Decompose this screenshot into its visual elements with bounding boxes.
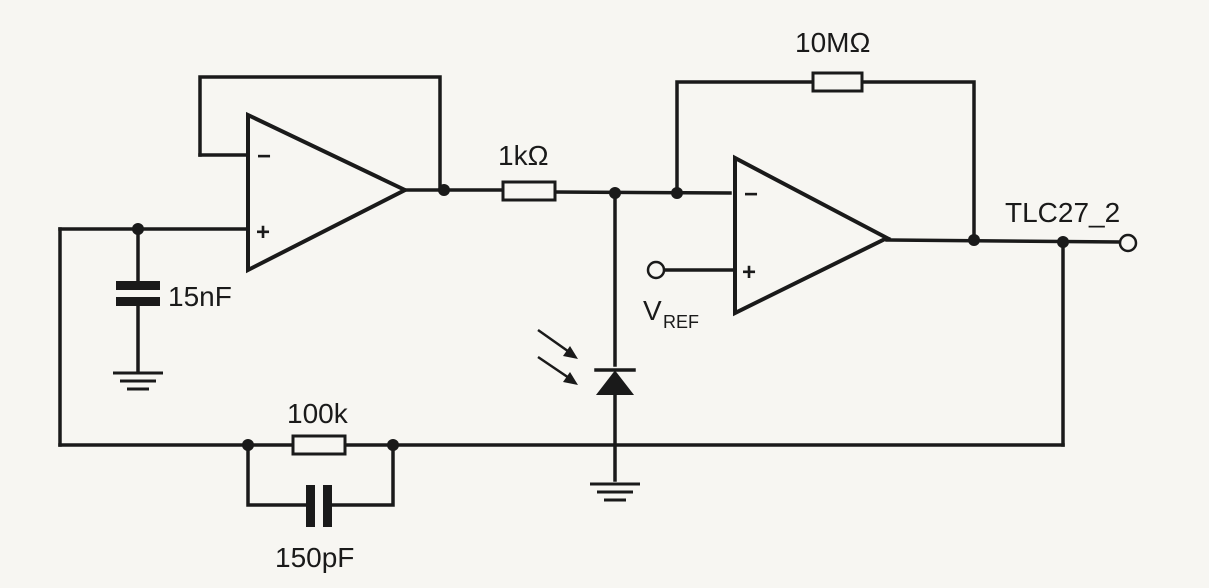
photodiode	[537, 328, 636, 395]
capacitor-150pf-plate-right	[323, 485, 332, 527]
vref-terminal	[646, 260, 666, 280]
light-arrow-upper-head	[563, 346, 578, 359]
opamp-u1-body	[246, 111, 410, 274]
opamp-u2-inverting-sign: −	[744, 181, 758, 208]
label-vref: V REF	[643, 295, 699, 332]
opamp-u2-body	[733, 154, 892, 317]
opamp-u2: − +	[733, 154, 892, 317]
c2-left-wire	[246, 443, 312, 507]
output-terminal	[1118, 233, 1138, 253]
label-1k: 1kΩ	[498, 140, 549, 171]
junction-u2-output	[968, 234, 980, 246]
resistor-10m	[811, 71, 864, 93]
u1-feedback-wire	[198, 75, 442, 192]
label-150pf: 150pF	[275, 542, 354, 573]
junction-photodiode	[609, 187, 621, 199]
capacitor-15nf-plate-top	[116, 281, 160, 290]
opamp-u1: − +	[246, 111, 410, 274]
summing-node-wire	[553, 190, 732, 195]
photodiode-triangle	[595, 370, 635, 395]
resistor-100k	[291, 434, 347, 456]
junction-c1	[132, 223, 144, 235]
c2-right-wire	[328, 443, 395, 507]
capacitor-15nf-plate-bottom	[116, 297, 160, 306]
junction-u2-inverting	[671, 187, 683, 199]
label-vref-sub: REF	[663, 312, 699, 332]
label-output: TLC27_2	[1005, 197, 1120, 228]
junction-filter-right	[387, 439, 399, 451]
junction-output	[1057, 236, 1069, 248]
junction-dots	[132, 184, 1069, 451]
light-arrow-lower	[537, 355, 573, 382]
resistor-1k	[501, 180, 557, 202]
label-vref-main: V	[643, 295, 662, 326]
opamp-u1-inverting-sign: −	[257, 143, 271, 170]
junction-u1-output	[438, 184, 450, 196]
label-10m: 10MΩ	[795, 27, 870, 58]
u2-feedback-wire-left	[675, 80, 815, 195]
label-100k: 100k	[287, 398, 349, 429]
light-arrow-upper	[537, 328, 573, 356]
label-15nf: 15nF	[168, 281, 232, 312]
junction-filter-left	[242, 439, 254, 451]
opamp-u1-noninverting-sign: +	[256, 219, 270, 246]
ground-left	[113, 371, 163, 391]
capacitor-150pf	[306, 485, 332, 527]
ground-center	[590, 482, 640, 502]
wires	[58, 75, 1122, 507]
capacitor-150pf-plate-left	[306, 485, 315, 527]
u2-feedback-wire-right	[860, 80, 976, 242]
u2-output-wire	[885, 238, 1122, 244]
opamp-u2-noninverting-sign: +	[742, 259, 756, 286]
light-arrow-lower-head	[563, 372, 578, 385]
capacitor-15nf	[116, 281, 160, 306]
